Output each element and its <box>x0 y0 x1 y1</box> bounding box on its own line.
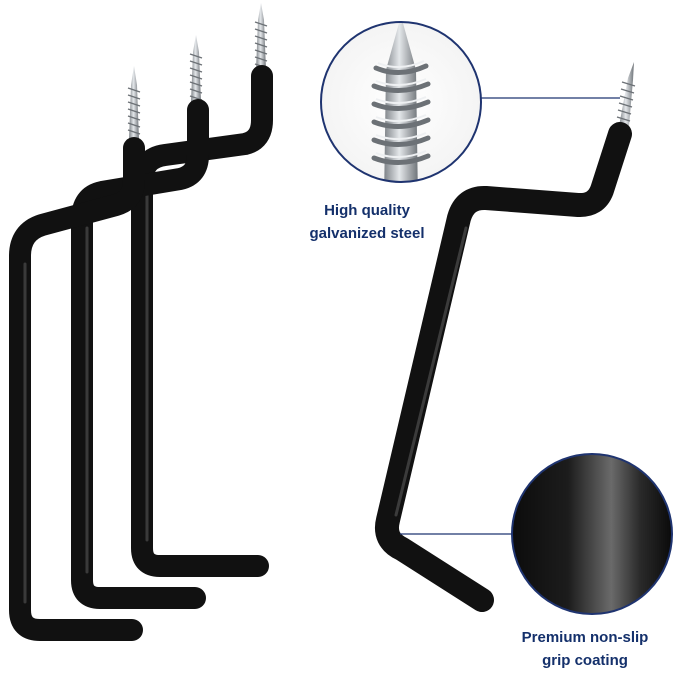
caption-grip-coating: Premium non-slip grip coating <box>500 626 670 672</box>
callout-steel-magnified-screw <box>321 22 481 182</box>
hook-front <box>9 66 145 641</box>
hook-middle <box>71 35 209 609</box>
callout-steel <box>320 21 620 183</box>
caption-grip-line1: Premium non-slip <box>521 629 649 646</box>
callout-grip-ring <box>511 453 673 615</box>
screw-back <box>254 3 268 70</box>
callout-grip <box>400 453 673 615</box>
caption-steel-line1: High quality <box>324 202 410 219</box>
screw-single <box>616 62 636 126</box>
hook-group-three <box>9 3 273 641</box>
callout-grip-magnified-coating <box>512 454 672 614</box>
screw-middle <box>189 35 203 102</box>
hook-back <box>131 3 273 577</box>
hook-single <box>375 62 636 612</box>
caption-galvanized-steel: High quality galvanized steel <box>282 199 452 245</box>
caption-grip-line2: grip coating <box>542 652 628 669</box>
screw-front <box>127 66 141 140</box>
callout-steel-ring <box>320 21 482 183</box>
caption-steel-line2: galvanized steel <box>309 225 425 242</box>
